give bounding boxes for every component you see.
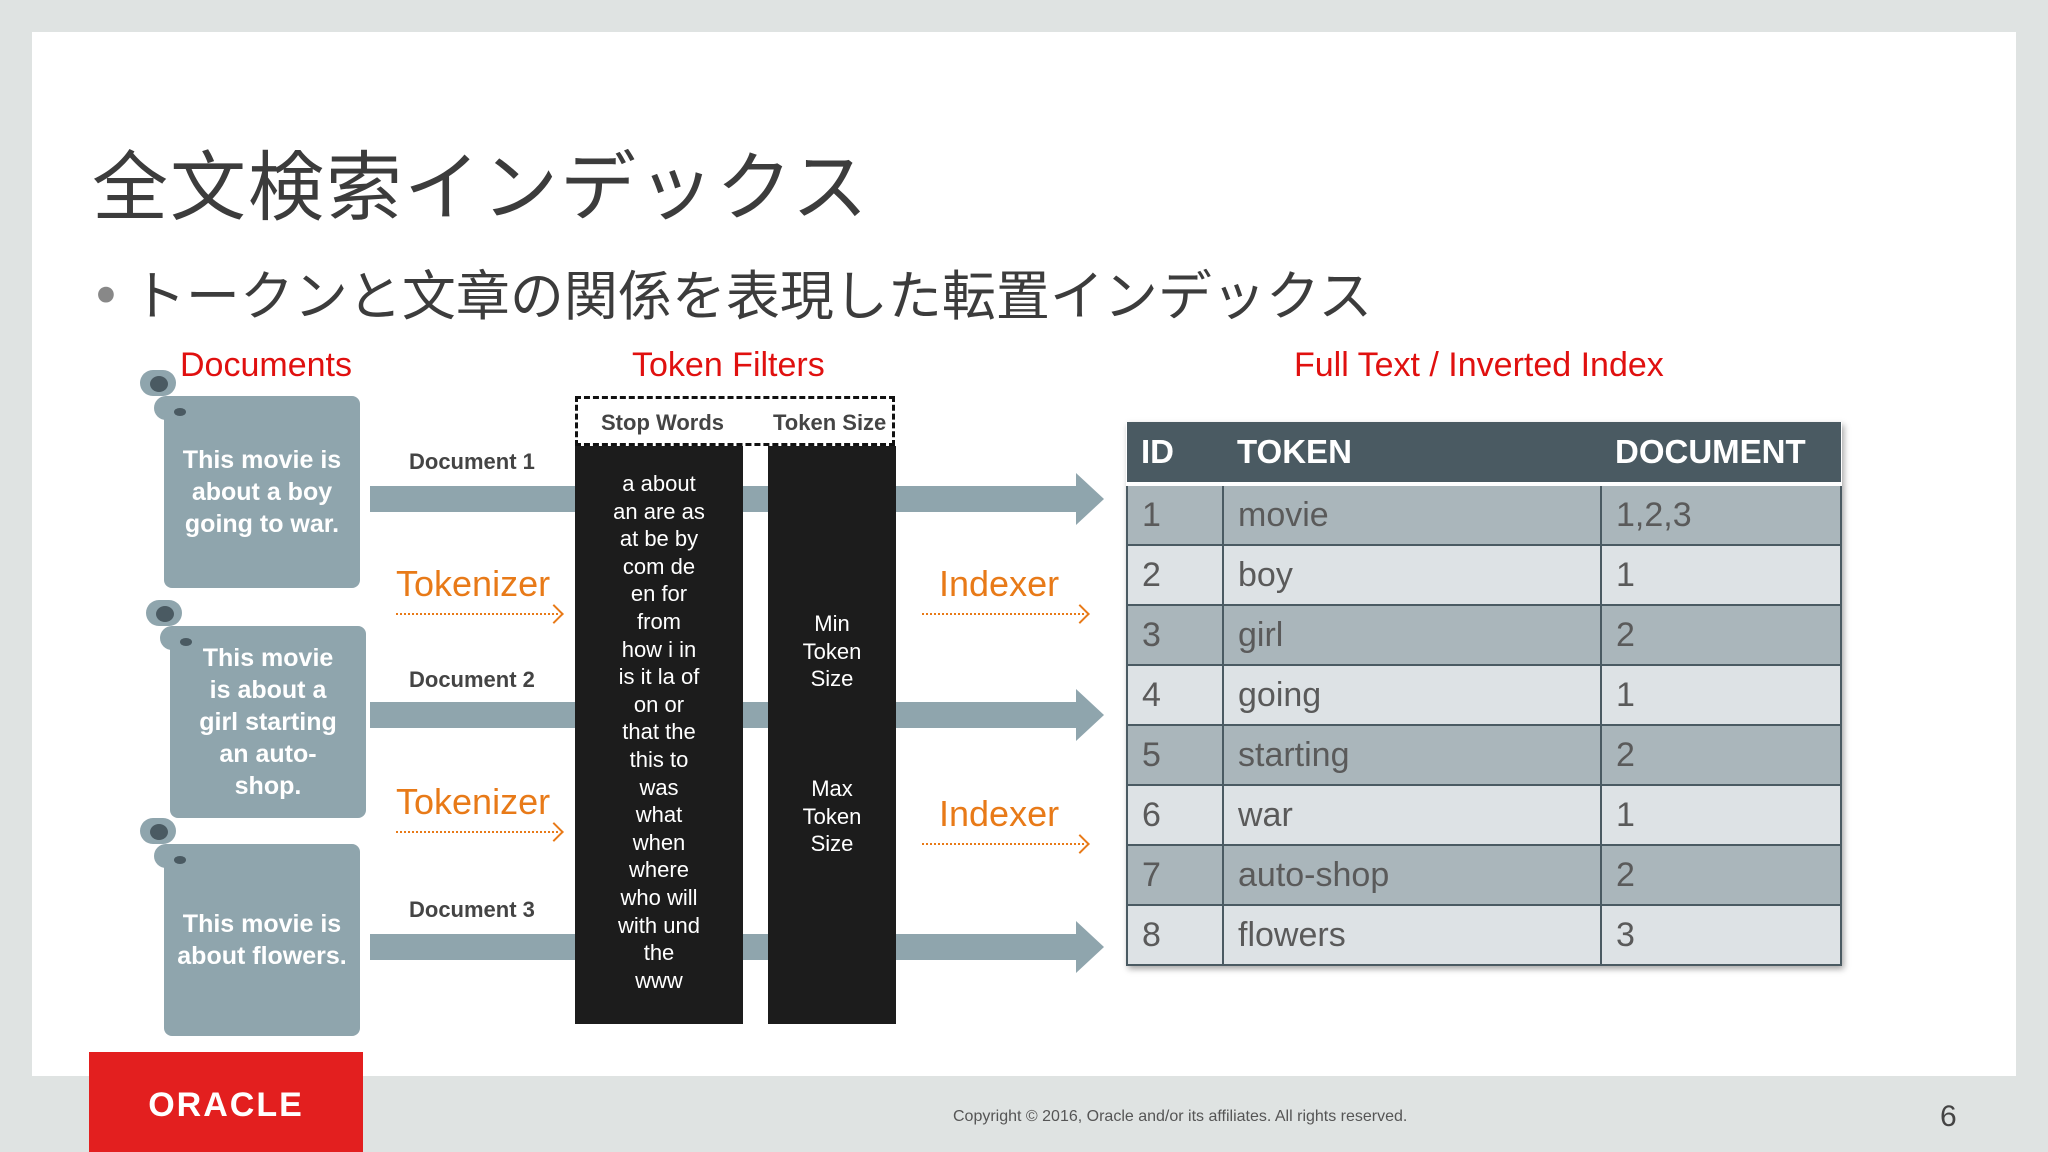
stop-word-line: with und bbox=[618, 912, 700, 938]
stop-word-line: the bbox=[643, 940, 675, 966]
copyright-text: Copyright © 2016, Oracle and/or its affi… bbox=[953, 1108, 1408, 1125]
cell-document: 1 bbox=[1600, 544, 1842, 606]
cell-document: 1 bbox=[1600, 664, 1842, 726]
document-text-2: This movie is about a girl starting an a… bbox=[199, 644, 337, 800]
cell-token: auto-shop bbox=[1222, 844, 1602, 906]
indexer-arrow-1 bbox=[922, 613, 1084, 615]
cell-token: war bbox=[1222, 784, 1602, 846]
document-label-3: Document 3 bbox=[409, 897, 535, 922]
cell-document: 2 bbox=[1600, 724, 1842, 786]
page-number: 6 bbox=[1940, 1100, 1957, 1133]
cell-document: 1,2,3 bbox=[1600, 483, 1842, 546]
bullet-marker: • bbox=[90, 265, 122, 328]
cell-id: 5 bbox=[1126, 724, 1224, 786]
header-token: TOKEN bbox=[1223, 422, 1601, 486]
stop-word-line: en for bbox=[630, 581, 688, 607]
header-id: ID bbox=[1127, 422, 1223, 486]
cell-document: 2 bbox=[1600, 844, 1842, 906]
cell-id: 3 bbox=[1126, 604, 1224, 666]
cell-id: 7 bbox=[1126, 844, 1224, 906]
cell-token: going bbox=[1222, 664, 1602, 726]
stop-word-line: what bbox=[635, 802, 683, 828]
stop-word-line: this to bbox=[629, 746, 689, 772]
stop-word-line: com de bbox=[622, 553, 696, 579]
stop-word-line: www bbox=[635, 967, 683, 993]
oracle-logo: ORACLE bbox=[89, 1052, 363, 1152]
token-size-line: Max bbox=[811, 776, 853, 801]
stop-word-line: at be by bbox=[619, 526, 699, 552]
cell-id: 8 bbox=[1126, 904, 1224, 966]
token-filters-header-box bbox=[575, 396, 895, 446]
tokenizer-label-1: Tokenizer bbox=[396, 563, 551, 604]
tokenizer-arrow-2 bbox=[396, 831, 558, 833]
stop-word-line: a about bbox=[622, 471, 696, 496]
stop-word-line: is it la of bbox=[618, 664, 700, 690]
token-size-line: Token bbox=[802, 638, 862, 664]
document-label-1: Document 1 bbox=[409, 449, 535, 474]
token-size-line: Token bbox=[802, 803, 862, 829]
cell-token: starting bbox=[1222, 724, 1602, 786]
stop-word-line: that the bbox=[622, 719, 696, 745]
cell-id: 4 bbox=[1126, 664, 1224, 726]
document-text-3: This movie is about flowers. bbox=[177, 910, 347, 970]
bullet-text: トークンと文章の関係を表現した転置インデックス bbox=[131, 265, 1373, 328]
stop-words-header: Stop Words bbox=[601, 410, 725, 435]
document-text-1: This movie is about a boy going to war. bbox=[182, 446, 342, 538]
stop-word-line: who will bbox=[620, 884, 698, 910]
cell-token: girl bbox=[1222, 604, 1602, 666]
page-title: 全文検索インデックス bbox=[92, 143, 870, 232]
indexer-label-2: Indexer bbox=[939, 793, 1060, 834]
stop-word-line: where bbox=[629, 857, 689, 883]
flow-arrowhead-3 bbox=[1076, 921, 1104, 973]
stop-word-line: from bbox=[637, 608, 681, 634]
flow-arrowhead-2 bbox=[1076, 689, 1104, 741]
section-token-filters: Token Filters bbox=[632, 346, 825, 384]
cell-token: flowers bbox=[1222, 904, 1602, 966]
token-size-header: Token Size bbox=[773, 410, 887, 435]
cell-id: 6 bbox=[1126, 784, 1224, 846]
stop-word-line: when bbox=[632, 829, 686, 855]
table-header-row: ID TOKEN DOCUMENT bbox=[1127, 422, 1841, 486]
token-size-line: Size bbox=[810, 831, 854, 857]
section-index: Full Text / Inverted Index bbox=[1294, 346, 1664, 384]
cell-document: 2 bbox=[1600, 604, 1842, 666]
cell-id: 2 bbox=[1126, 544, 1224, 606]
cell-token: movie bbox=[1222, 483, 1602, 546]
cell-document: 3 bbox=[1600, 904, 1842, 966]
stop-word-line: was bbox=[639, 774, 679, 800]
tokenizer-arrow-1 bbox=[396, 613, 558, 615]
stop-word-line: on or bbox=[633, 691, 685, 717]
token-size-line: Size bbox=[810, 666, 854, 692]
indexer-label-1: Indexer bbox=[939, 563, 1060, 604]
cell-token: boy bbox=[1222, 544, 1602, 606]
tokenizer-label-2: Tokenizer bbox=[396, 781, 551, 822]
cell-id: 1 bbox=[1126, 483, 1224, 546]
flow-arrowhead-1 bbox=[1076, 473, 1104, 525]
stop-word-line: how i in bbox=[621, 636, 697, 662]
bullet-point: •トークンと文章の関係を表現した転置インデックス bbox=[90, 252, 1372, 331]
token-size-line: Min bbox=[814, 611, 850, 636]
document-label-2: Document 2 bbox=[409, 667, 535, 692]
header-document: DOCUMENT bbox=[1601, 422, 1841, 486]
stop-word-line: an are as bbox=[613, 498, 705, 524]
section-documents: Documents bbox=[180, 346, 352, 384]
indexer-arrow-2 bbox=[922, 843, 1084, 845]
cell-document: 1 bbox=[1600, 784, 1842, 846]
